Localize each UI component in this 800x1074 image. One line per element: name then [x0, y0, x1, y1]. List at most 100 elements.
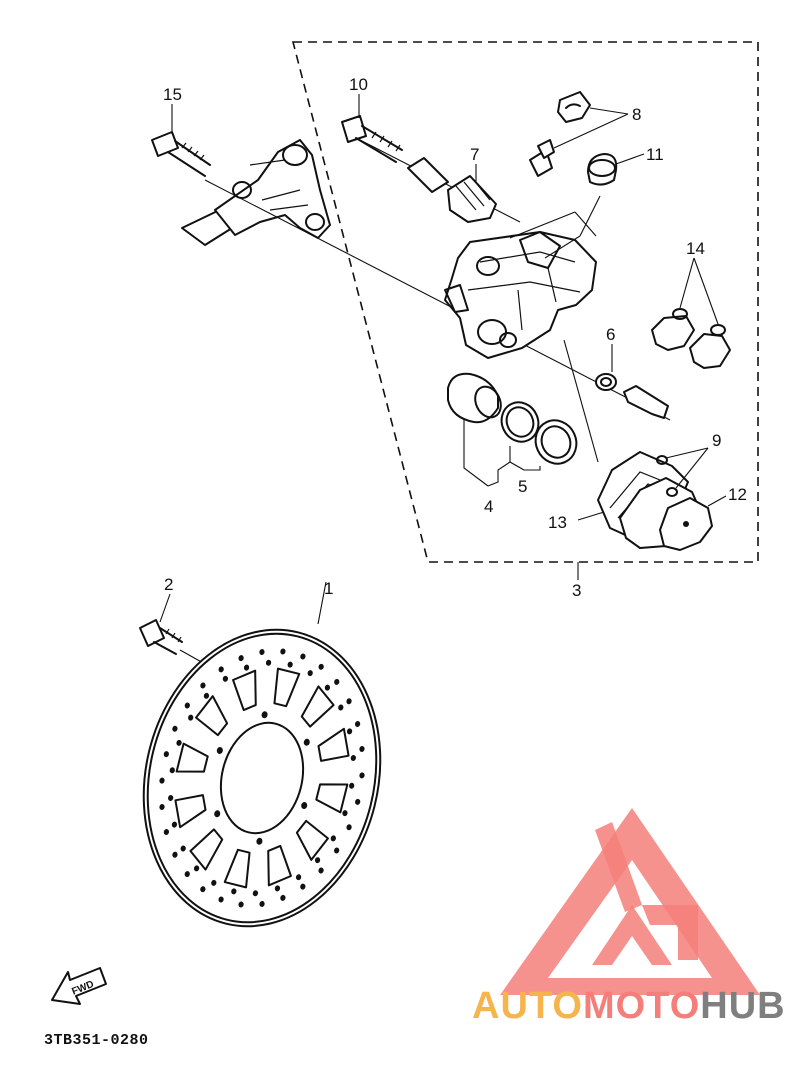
label-part-4: 4: [484, 497, 493, 516]
disc-mount-hole: [303, 738, 310, 746]
part-6-slide-pin: [595, 344, 669, 419]
disc-slot: [315, 783, 349, 814]
disc-slot: [195, 695, 229, 737]
logo-g-hook: [642, 905, 698, 960]
svg-text:AUTOMOTOHUB: AUTOMOTOHUB: [472, 985, 786, 1027]
disc-hole: [211, 879, 217, 886]
label-part-11: 11: [646, 145, 664, 164]
label-part-1: 1: [324, 579, 333, 598]
caliper-body: [444, 195, 601, 463]
disc-hole: [338, 704, 344, 711]
disc-hole: [354, 721, 361, 728]
disc-slot: [295, 819, 329, 861]
disc-hole: [342, 810, 348, 817]
disc-hole: [159, 777, 165, 784]
disc-hole: [350, 755, 356, 761]
part-10-pin-bolt: [341, 94, 403, 163]
disc-hole: [280, 648, 286, 655]
disc-hole: [265, 659, 272, 666]
disc-mount-hole: [261, 711, 268, 719]
disc-hole: [280, 894, 286, 901]
disc-hole: [171, 821, 178, 828]
fwd-arrow-icon: FWD: [51, 967, 107, 1005]
label-part-10: 10: [349, 75, 368, 94]
label-part-5: 5: [518, 477, 527, 496]
label-part-12: 12: [728, 485, 747, 504]
automotohub-logo: AUTOMOTOHUB: [472, 808, 786, 1027]
disc-hole: [295, 874, 302, 881]
label-part-9: 9: [712, 431, 721, 450]
disc-hole: [259, 649, 265, 656]
disc-hole: [252, 890, 259, 897]
disc-mount-hole: [301, 802, 308, 809]
disc-hole: [176, 739, 182, 746]
disc-hole: [259, 900, 265, 907]
label-part-2: 2: [164, 575, 173, 594]
disc-slot: [267, 844, 292, 887]
disc-slot: [300, 685, 335, 728]
disc-hole: [200, 682, 206, 689]
disc-hole: [334, 847, 340, 854]
disc-holes: [159, 648, 365, 908]
label-part-3: 3: [572, 581, 581, 600]
disc-mount-hole: [216, 747, 223, 754]
disc-hole: [359, 746, 365, 753]
disc-hole: [188, 714, 194, 721]
disc-hole: [218, 666, 224, 673]
disc-slot: [175, 742, 209, 773]
disc-hole: [318, 867, 324, 874]
part-15-bracket-bolt: [151, 104, 211, 177]
disc-slot: [317, 727, 350, 762]
disc-hole: [169, 767, 175, 774]
disc-hole: [300, 653, 306, 660]
label-part-15: 15: [163, 85, 182, 104]
disc-hole: [238, 655, 244, 662]
disc-hole: [172, 725, 178, 732]
label-part-14: 14: [686, 239, 705, 258]
part-14-pad-springs: [651, 257, 731, 369]
logo-m-left: [595, 822, 642, 912]
disc-slot: [189, 828, 224, 871]
logo-text-moto: MOTO: [583, 985, 700, 1027]
disc-hole: [346, 728, 353, 735]
disc-hole: [163, 751, 169, 758]
disc-hole: [203, 692, 210, 699]
logo-text-hub: HUB: [700, 985, 785, 1027]
part-7-boot: [407, 157, 497, 223]
disc-hole: [243, 664, 250, 671]
disc-hole: [168, 795, 174, 801]
part-1-brake-disc: [142, 628, 382, 928]
disc-hole: [300, 883, 306, 890]
label-part-8: 8: [632, 105, 641, 124]
disc-slot: [174, 794, 207, 829]
logo-m-stroke: [592, 905, 672, 965]
part-1-leader: [317, 581, 327, 625]
disc-hole: [231, 888, 237, 895]
disc-hole: [184, 871, 190, 878]
label-part-7: 7: [470, 145, 479, 164]
disc-hole: [349, 782, 355, 789]
disc-hole: [314, 857, 321, 864]
disc-hole: [172, 851, 178, 858]
disc-mount-hole: [214, 810, 221, 818]
disc-slots: [174, 667, 350, 889]
disc-hole: [359, 772, 365, 779]
part-5-piston-seals: [487, 401, 578, 487]
disc-hole: [307, 670, 313, 677]
disc-hole: [222, 675, 229, 682]
disc-hole: [318, 663, 324, 670]
disc-hole: [238, 901, 244, 908]
disc-hole: [355, 798, 361, 805]
disc-hole: [193, 865, 200, 872]
part-8-bleed-screw: [529, 91, 629, 177]
disc-hole: [274, 885, 281, 892]
disc-hole: [200, 886, 206, 893]
part-11-cap: [587, 153, 645, 186]
mounting-axis-line: [204, 179, 671, 421]
part-4-piston: [447, 372, 502, 487]
label-part-6: 6: [606, 325, 615, 344]
disc-hole: [287, 661, 293, 668]
disc-hole: [180, 845, 186, 852]
